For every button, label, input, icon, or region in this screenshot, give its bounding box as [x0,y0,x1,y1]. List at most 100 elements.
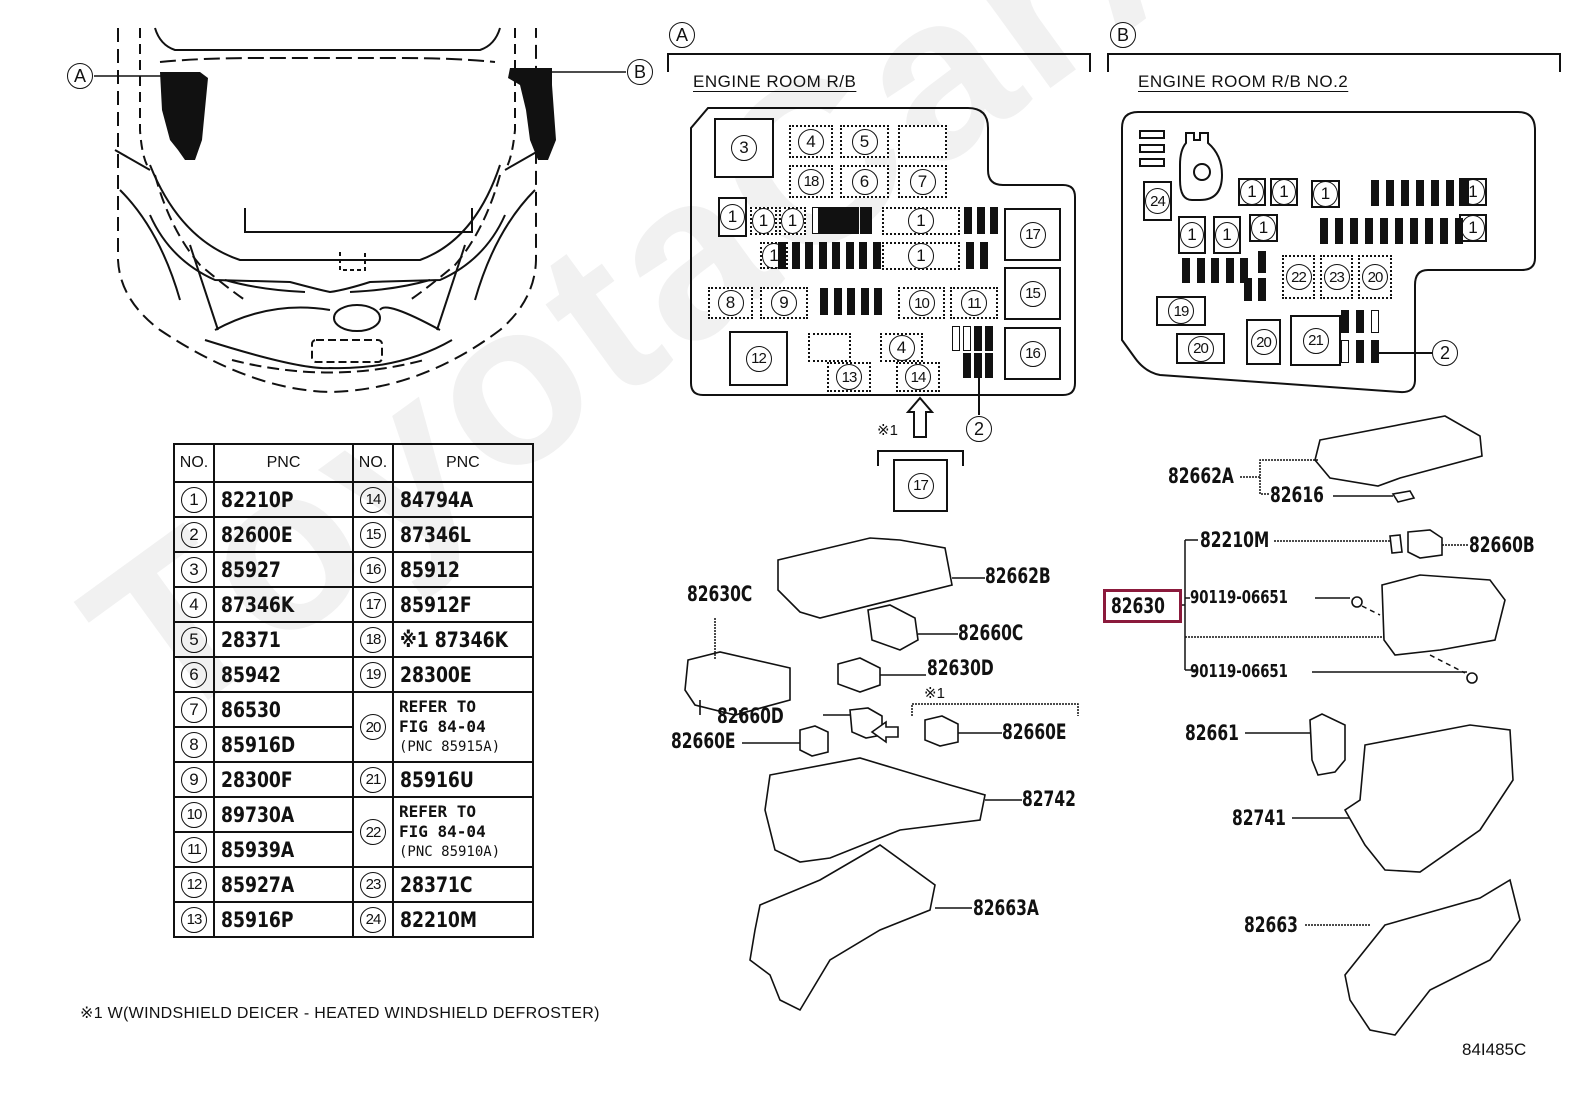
position-marker: 8 [717,290,744,316]
variant-position-marker: 17 [907,472,934,499]
locator-callout-a: A [67,63,93,89]
fuse-slot [1356,310,1364,333]
row-pnc: 28300F [221,767,293,792]
row-number: 18 [360,626,386,653]
position-marker: 20 [1250,329,1277,355]
position-marker: 4 [888,334,915,361]
part-label-82630d[interactable]: 82630D [927,656,994,680]
variant-mark-connector: ※1 [924,685,945,702]
part-label-82630c[interactable]: 82630C [687,582,753,606]
table-row: 4 87346K 17 85912F [173,586,534,623]
fuse-slot [1335,218,1343,244]
part-label-82662a[interactable]: 82662A [1168,464,1234,488]
position-marker: 11 [961,290,987,316]
row-number: 4 [181,591,207,618]
reference-line-2: FIG 84-04 [399,822,486,841]
part-label-82660e-left[interactable]: 82660E [671,729,736,753]
fuse-slot [847,288,855,315]
connector-82660e-right [924,715,959,747]
part-label-82742[interactable]: 82742 [1022,787,1076,811]
position-marker: 1 [752,208,775,234]
row-pnc: 87346K [221,592,295,617]
header-pnc-left: PNC [213,443,354,483]
part-label-82660c[interactable]: 82660C [958,621,1024,645]
row-reference: REFER TO FIG 84-04 (PNC 85910A) [392,796,534,868]
fuse-slot [1196,258,1205,283]
table-row: 6 85942 19 28300E [173,656,534,693]
connector-82660c [867,604,919,651]
part-label-82616[interactable]: 82616 [1270,483,1324,507]
position-marker: 1 [908,243,934,269]
part-label-82663a[interactable]: 82663A [973,896,1039,920]
fuse-puller-82616 [1391,490,1416,503]
fuse-slot [1371,180,1379,206]
row-number: 22 [360,819,386,845]
fuse-slot [1410,218,1418,244]
fuse-slot [860,207,868,234]
part-label-82630[interactable]: 82630 [1111,594,1165,618]
row-number: 12 [181,871,207,898]
locator-callout-b: B [627,59,653,85]
part-label-82661[interactable]: 82661 [1185,721,1239,745]
row-number: 20 [360,714,386,740]
row-number: 19 [360,661,386,688]
position-marker: 23 [1323,264,1350,290]
part-label-bolt-bottom[interactable]: 90119-06651 [1190,661,1288,682]
row-number: 5 [181,626,207,653]
bracket-82663a [749,844,936,1012]
fuse-slot [805,242,813,269]
position-marker: 24 [1145,188,1170,214]
part-label-82662b[interactable]: 82662B [985,564,1051,588]
part-label-82210m[interactable]: 82210M [1200,528,1270,552]
row-number: 24 [360,906,386,933]
part-label-82663[interactable]: 82663 [1244,913,1298,937]
row-number: 10 [181,801,207,828]
table-row: 8 85916D [173,726,533,763]
part-label-bolt-top[interactable]: 90119-06651 [1190,587,1288,608]
section-b-title: ENGINE ROOM R/B NO.2 [1138,72,1349,91]
fuse-slot [845,242,854,269]
bolt-90119-06651-bottom [1466,672,1478,684]
relay-block-82630c [684,651,791,716]
row-pnc: 86530 [221,697,281,722]
footnote: ※1 W(WINDSHIELD DEICER - HEATED WINDSHIE… [80,1005,600,1022]
table-row: 3 85927 16 85912 [173,551,534,588]
fuse-slot [1455,218,1463,244]
position-marker: 17 [1019,221,1046,248]
fuse-slot [846,207,854,234]
part-label-82660d[interactable]: 82660D [717,704,784,728]
header-no-left: NO. [173,443,215,483]
table-row: 5 28371 18 ※1 87346K [173,621,534,658]
row-number: 17 [360,591,386,618]
fuse-slot [1320,218,1328,244]
position-marker: 7 [909,168,936,195]
fuse-slot [1356,340,1364,363]
part-label-82660b[interactable]: 82660B [1469,533,1535,557]
fuse-slot [974,353,982,378]
row-number: 6 [181,661,207,688]
insert-arrow [870,720,899,744]
section-a-leader-2: 2 [966,416,992,442]
position-marker: 1 [720,204,745,230]
fuse-slot [1365,218,1373,244]
connector-82661 [1309,713,1346,776]
part-label-82660e-right[interactable]: 82660E [1002,720,1067,744]
section-a-callout: A [669,22,695,48]
table-row: 2 82600E 15 87346L [173,516,534,553]
position-marker: 1 [908,208,934,234]
reference-line-3: (PNC 85910A) [399,844,501,860]
fuse-slot [1386,180,1394,206]
fuse-slot [1258,251,1266,273]
row-number: 2 [181,521,207,548]
position-marker: 5 [851,128,878,155]
position-marker: 13 [836,364,862,390]
fuse-slot [966,242,974,269]
row-pnc: 84794A [400,487,474,512]
fuse-slot [820,288,828,315]
row-pnc: 82210P [221,487,294,512]
row-number: 23 [360,871,386,898]
part-label-82741[interactable]: 82741 [1232,806,1286,830]
row-pnc: 89730A [221,802,295,827]
